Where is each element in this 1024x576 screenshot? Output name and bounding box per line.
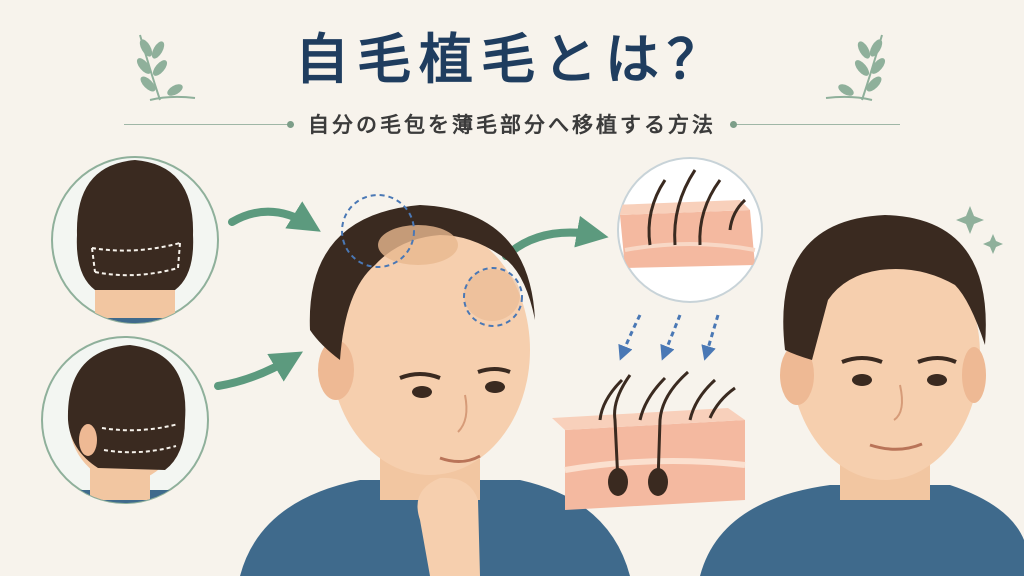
donor-side-view: [41, 336, 209, 504]
sparkle-icon: [956, 206, 1003, 254]
follicle-detail-view: [617, 157, 763, 303]
arrow-icon: [214, 351, 304, 390]
implanted-skin-cross-section: [552, 370, 746, 510]
arrow-icon: [228, 201, 321, 232]
divider-right: [730, 120, 900, 128]
patient-after: [700, 215, 1024, 576]
arrow-icon: [502, 215, 609, 260]
leaf-sprig-icon: [825, 34, 886, 101]
page-subtitle: 自分の毛包を薄毛部分へ移植する方法: [308, 113, 716, 137]
leaf-sprig-icon: [136, 34, 196, 101]
divider-left: [124, 120, 294, 128]
dashed-arrow-icon: [701, 314, 720, 361]
patient-before: [240, 194, 630, 576]
dashed-arrow-icon: [660, 314, 682, 361]
dashed-arrow-icon: [618, 314, 642, 361]
donor-back-view: [51, 156, 219, 324]
page-title: 自毛植毛とは？: [295, 27, 729, 91]
subtitle-row: 自分の毛包を薄毛部分へ移植する方法: [0, 106, 1024, 142]
